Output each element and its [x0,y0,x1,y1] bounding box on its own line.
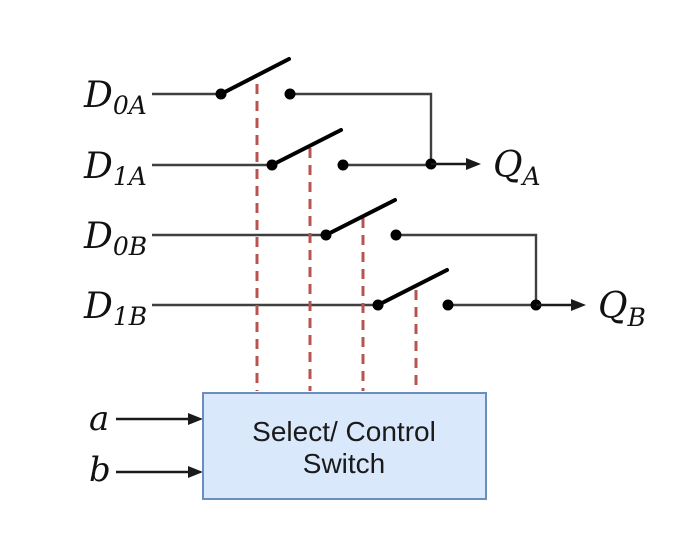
d1b-label-sub: 1B [113,302,147,331]
d1a-label-sub: 1A [113,162,147,191]
wires [152,92,538,307]
contact-dot [390,229,402,241]
qa-label: QA [493,145,541,191]
wire-d0b-out [396,233,538,305]
contact-dot [337,159,349,171]
d1a-label: D1A [83,146,147,191]
b-input-label: b [89,450,111,490]
qa-label-sub: A [521,162,541,191]
contact-dots [215,88,542,311]
contact-dot [372,299,384,311]
qb-label-main: Q [598,286,628,327]
select-control-box-label-line2: Switch [303,448,385,479]
d0b-label-main: D [83,216,113,257]
a-input-label: a [89,399,109,439]
b-arrowhead-icon [188,466,203,478]
qa-arrowhead-icon [466,158,481,170]
signal-labels: D0A D1A D0B D1B QA QB a b [83,75,646,490]
a-arrowhead-icon [188,413,203,425]
d0b-label: D0B [83,216,147,261]
select-control-box [202,392,487,500]
wire-d0a-out [290,92,433,164]
qb-label: QB [598,286,646,332]
qa-label-main: Q [493,145,523,186]
d1b-label: D1B [83,286,147,331]
select-control-box-outline [202,392,487,500]
d1a-label-main: D [83,146,113,187]
qb-label-sub: B [627,303,646,332]
switch-levers [219,57,449,307]
contact-dot [266,159,278,171]
select-control-box-label-line1: Select/ Control [252,416,436,447]
select-control-box-label: Select/ Control Switch [252,416,436,479]
qb-arrowhead-icon [571,299,586,311]
switch-lever-d0b [324,198,397,237]
arrow-heads [188,158,586,478]
d0b-label-sub: 0B [113,232,147,261]
switch-lever-d1a [270,128,343,167]
contact-dot [320,229,332,241]
d0a-label: D0A [83,75,147,120]
arrow-shafts [116,162,573,474]
d1b-label-main: D [83,286,113,327]
contact-dot [442,299,454,311]
d0a-label-main: D [83,75,113,116]
switch-lever-d1b [376,268,449,307]
control-lines [255,84,418,391]
contact-dot [284,88,296,100]
contact-dot [215,88,227,100]
d0a-label-sub: 0A [113,91,147,120]
switch-lever-d0a [219,57,291,96]
